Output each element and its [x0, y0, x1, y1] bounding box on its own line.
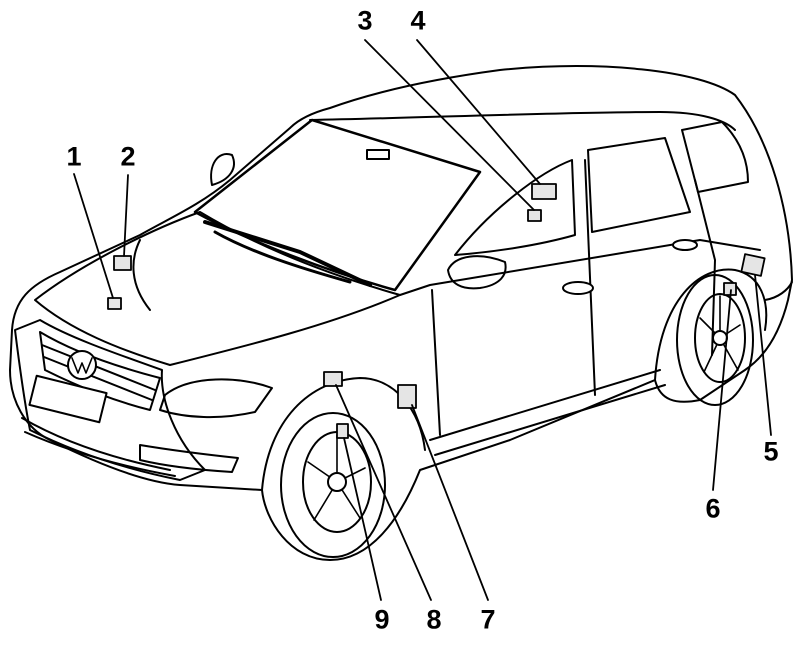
rear-door-line: [694, 179, 716, 356]
bumper-line: [24, 431, 176, 477]
callout-label-3: 3: [357, 5, 373, 36]
front-wheel-arch: [261, 377, 426, 491]
component-markers: [107, 183, 766, 439]
leader-line-1: [73, 173, 114, 299]
rocker-panel: [429, 369, 661, 441]
component-marker-3: [527, 209, 542, 222]
front-hub: [327, 472, 347, 492]
leader-line-6: [712, 289, 732, 491]
front-tire: [280, 412, 386, 558]
rear-door-handle: [672, 239, 698, 251]
rear-hub: [712, 330, 728, 346]
fog-light: [139, 444, 239, 473]
b-pillar-line: [584, 159, 596, 396]
callout-label-9: 9: [374, 604, 390, 635]
callout-label-7: 7: [480, 604, 496, 635]
wiper-blade: [213, 230, 352, 284]
rear-wheel-arch: [654, 268, 768, 381]
grille-slat: [41, 344, 156, 401]
car-body-outline: [9, 65, 793, 561]
hood-crease: [132, 239, 151, 311]
front-fascia: [14, 319, 206, 481]
callout-label-1: 1: [66, 141, 82, 172]
component-marker-2: [113, 255, 132, 271]
windshield: [193, 118, 482, 292]
side-panel: [399, 239, 761, 296]
callout-label-8: 8: [426, 604, 442, 635]
rear-side-window: [587, 137, 691, 233]
callout-label-5: 5: [763, 436, 779, 467]
leader-line-2: [123, 174, 129, 257]
component-marker-5: [740, 253, 766, 277]
front-door-handle: [562, 281, 594, 295]
component-marker-9: [336, 423, 349, 439]
front-rim-spoke: [307, 434, 366, 521]
leader-lines: [73, 39, 772, 601]
rear-bumper: [764, 281, 793, 301]
grille: [39, 331, 161, 411]
vw-logo-mark: [71, 357, 93, 374]
front-door-line: [431, 289, 441, 436]
callout-label-4: 4: [410, 5, 426, 36]
leader-line-3: [364, 39, 535, 211]
component-marker-8: [323, 371, 343, 387]
rocker-panel: [434, 384, 666, 456]
side-mirror: [447, 255, 507, 290]
rear-rim: [694, 293, 746, 383]
front-side-window: [454, 159, 576, 256]
leader-line-4: [416, 39, 541, 185]
component-marker-1: [107, 297, 122, 310]
mirror-mount: [366, 149, 390, 160]
roof-line: [309, 111, 736, 131]
license-plate: [28, 374, 108, 424]
leader-line-5: [754, 274, 772, 436]
bumper-line: [21, 417, 171, 471]
rear-rim-spoke: [699, 295, 741, 373]
leader-line-9: [343, 437, 382, 601]
component-marker-4: [531, 183, 557, 200]
component-marker-7: [397, 384, 417, 409]
callout-label-2: 2: [120, 141, 136, 172]
rear-tire: [676, 274, 754, 406]
quarter-window: [681, 121, 749, 193]
callout-label-6: 6: [705, 493, 721, 524]
leader-line-8: [335, 384, 432, 601]
headlight: [159, 378, 273, 419]
left-mirror-bracket: [210, 153, 235, 186]
leader-line-7: [411, 404, 489, 601]
